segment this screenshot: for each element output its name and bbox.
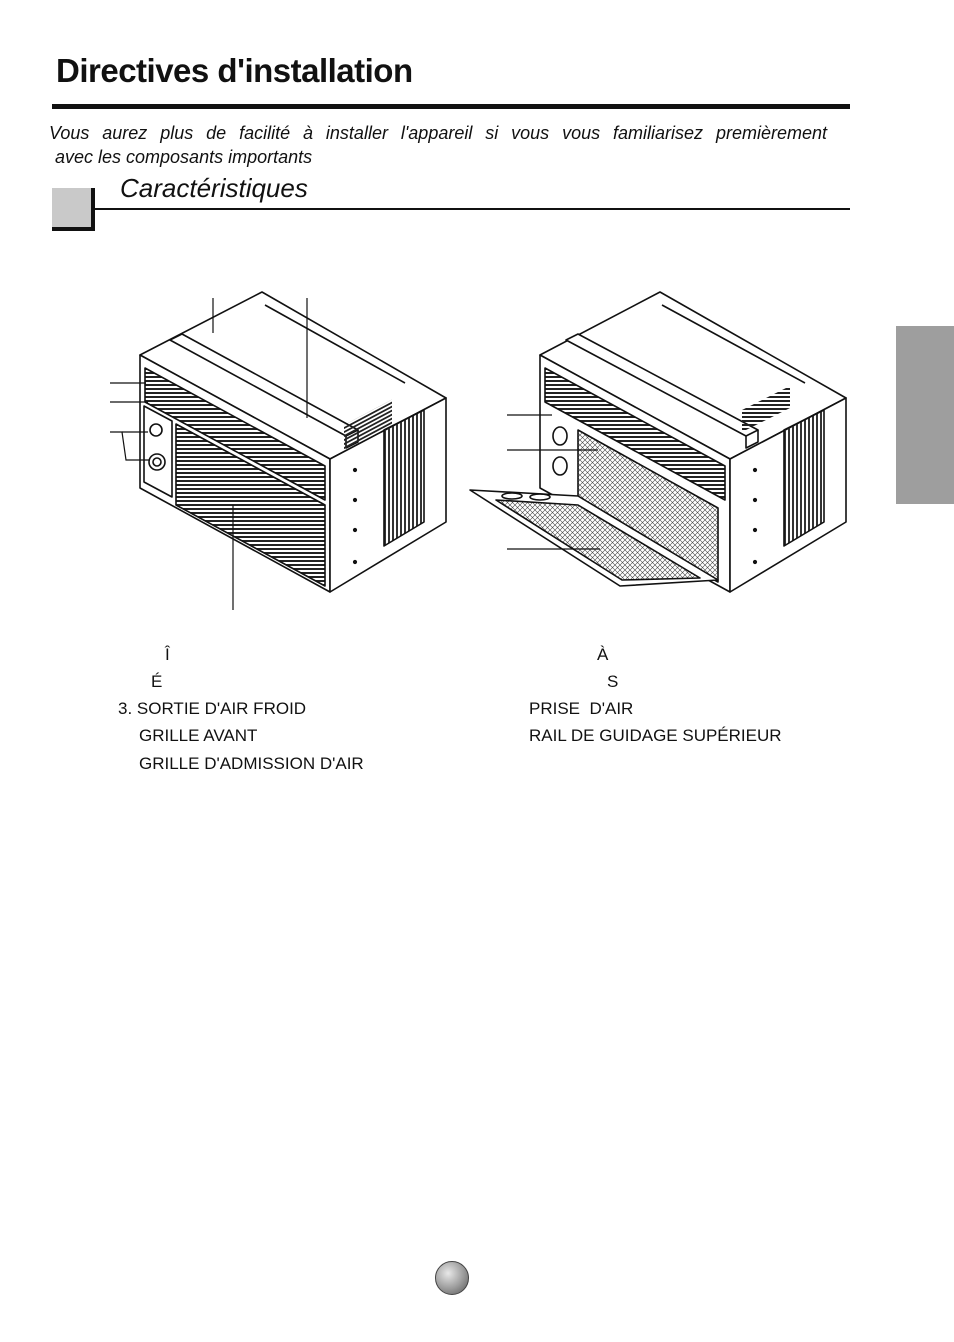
label-right-2: S [607, 672, 619, 691]
label-left-1: Î [165, 645, 170, 664]
label-right-4: RAIL DE GUIDAGE SUPÉRIEUR [529, 726, 782, 745]
air-conditioner-diagram [110, 291, 847, 610]
section-marker-box [52, 188, 95, 231]
label-left-2: É [151, 672, 163, 691]
title-rule [52, 104, 850, 109]
unit-front-view [139, 291, 447, 593]
side-tab [896, 326, 954, 504]
intro-line-1: Vous aurez plus de facilité à installer … [49, 123, 827, 143]
label-left-3: 3. SORTIE D'AIR FROID [118, 699, 307, 718]
label-right-1: À [597, 645, 609, 664]
unit-open-view [469, 291, 847, 593]
intro-line-2: avec les composants importants [55, 147, 313, 167]
section-rule [95, 208, 850, 210]
page-title: Directives d'installation [56, 52, 413, 89]
label-left-5: GRILLE D'ADMISSION D'AIR [139, 754, 364, 773]
intro-paragraph: Vous aurez plus de facilité à installer … [49, 121, 849, 169]
label-right-3: PRISE D'AIR [529, 699, 634, 718]
leader-lines-left [110, 298, 308, 610]
section-title: Caractéristiques [120, 173, 308, 203]
page-number-dot [435, 1261, 469, 1295]
label-left-4: GRILLE AVANT [139, 726, 258, 745]
leader-lines-right [507, 414, 600, 550]
